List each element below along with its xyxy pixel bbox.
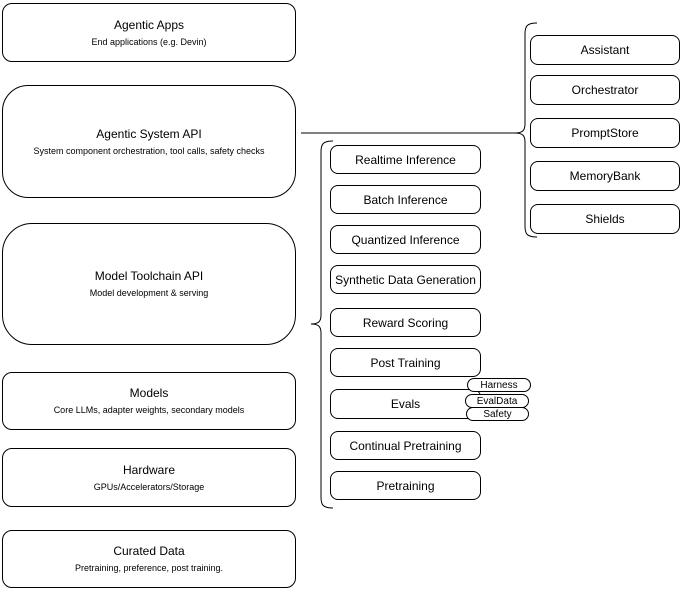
node-pretraining: Pretraining (330, 471, 481, 500)
node-title: Agentic Apps (113, 17, 185, 32)
components-brace (514, 22, 538, 238)
node-quantized-inference: Quantized Inference (330, 225, 481, 254)
node-title: Hardware (122, 462, 176, 477)
node-reward-scoring: Reward Scoring (330, 308, 481, 337)
node-curated-data: Curated Data Pretraining, preference, po… (2, 530, 296, 588)
node-title: Agentic System API (96, 126, 202, 141)
node-title: Models (129, 386, 169, 400)
node-shields: Shields (530, 204, 680, 234)
node-hardware: Hardware GPUs/Accelerators/Storage (2, 448, 296, 507)
node-agentic-system-api: Agentic System API System component orch… (2, 85, 296, 198)
node-evals: Evals (330, 389, 481, 419)
node-subtitle: Pretraining, preference, post training. (74, 563, 224, 573)
node-title: Model Toolchain API (94, 269, 204, 283)
node-subtitle: GPUs/Accelerators/Storage (93, 481, 205, 492)
toolchain-brace (310, 140, 334, 509)
node-batch-inference: Batch Inference (330, 185, 481, 214)
node-models: Models Core LLMs, adapter weights, secon… (2, 372, 296, 430)
node-subtitle: Core LLMs, adapter weights, secondary mo… (53, 405, 245, 415)
node-model-toolchain-api: Model Toolchain API Model development & … (2, 223, 296, 345)
node-orchestrator: Orchestrator (530, 75, 680, 105)
node-realtime-inference: Realtime Inference (330, 145, 481, 174)
node-subtitle: System component orchestration, tool cal… (33, 145, 265, 156)
node-promptstore: PromptStore (530, 118, 680, 148)
node-subtitle: End applications (e.g. Devin) (91, 36, 207, 47)
node-memorybank: MemoryBank (530, 161, 680, 191)
node-title: Curated Data (113, 544, 185, 558)
node-continual-pretraining: Continual Pretraining (330, 431, 481, 460)
pill-harness: Harness (467, 378, 531, 392)
pill-evaldata: EvalData (465, 394, 529, 408)
node-assistant: Assistant (530, 35, 680, 65)
node-synthetic-data-generation: Synthetic Data Generation (330, 265, 481, 294)
node-subtitle: Model development & serving (89, 288, 209, 298)
node-agentic-apps: Agentic Apps End applications (e.g. Devi… (2, 3, 296, 62)
pill-safety: Safety (466, 407, 529, 421)
node-post-training: Post Training (330, 348, 481, 377)
